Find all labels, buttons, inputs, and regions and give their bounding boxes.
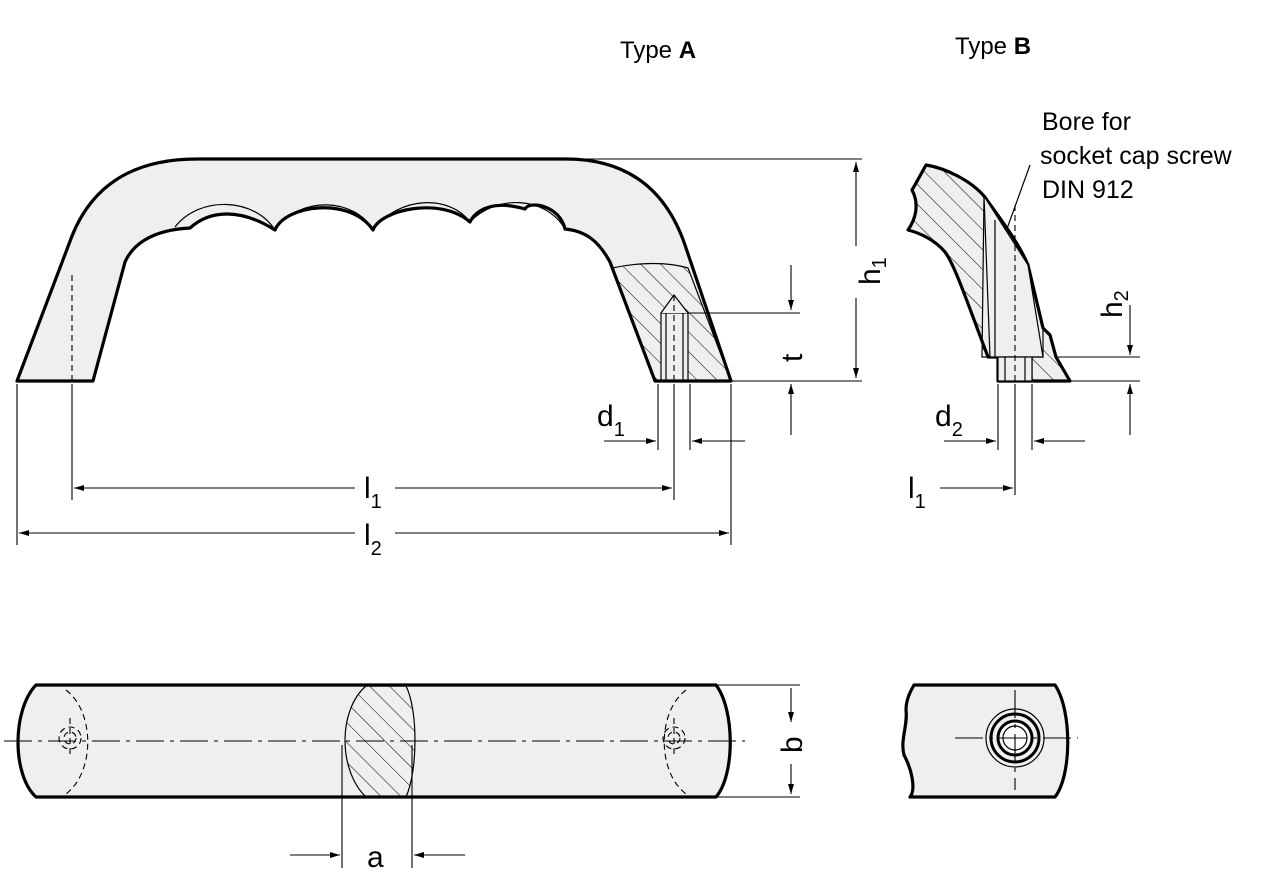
dim-label-b: b (776, 736, 809, 753)
handle-side-view (15, 157, 733, 383)
note-line-2: socket cap screw (1040, 142, 1233, 170)
type-b-section-view (906, 163, 1072, 385)
type-a-heading: Type A (620, 37, 696, 64)
handle-top-view (4, 683, 745, 799)
type-a-dimensions (16, 158, 862, 545)
dim-label-l1: l1 (364, 472, 382, 513)
dim-label-d2: d2 (935, 400, 963, 441)
type-b-dimensions (940, 305, 1140, 495)
dim-label-l1-type-b: l1 (908, 472, 926, 513)
dim-label-h1: h1 (854, 257, 891, 285)
note-line-1: Bore for (1042, 108, 1131, 136)
dim-label-a: a (367, 841, 384, 874)
note-line-3: DIN 912 (1042, 176, 1134, 204)
type-b-top-view (901, 683, 1078, 799)
dim-label-l2: l2 (364, 519, 382, 560)
dim-label-d1: d1 (597, 400, 625, 441)
top-view-dimensions (290, 684, 800, 868)
type-b-heading: Type B (955, 33, 1031, 60)
dim-label-t: t (776, 353, 809, 362)
dim-label-h2: h2 (1096, 290, 1133, 318)
